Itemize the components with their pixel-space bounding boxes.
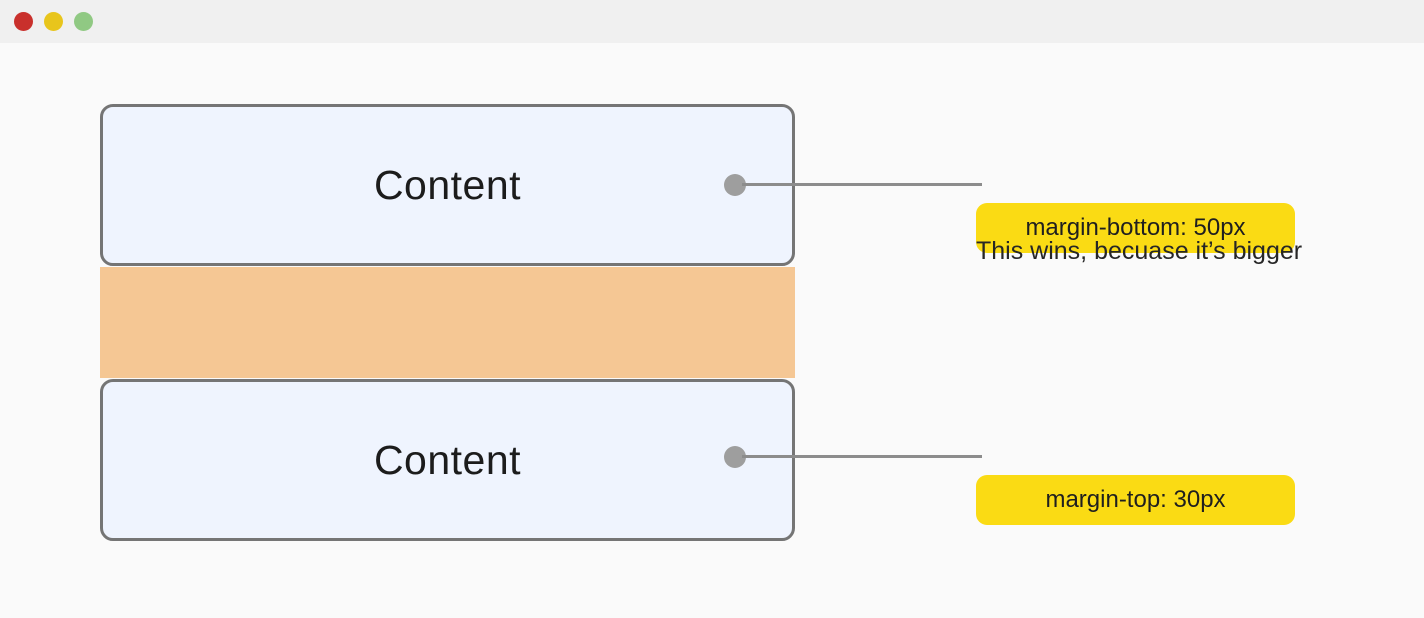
connector-dot-top — [724, 174, 746, 196]
diagram-canvas: Content Content margin-bottom: 50px This… — [0, 43, 1424, 618]
badge-margin-bottom-label: margin-bottom: 50px — [1025, 214, 1246, 241]
connector-dot-bottom — [724, 446, 746, 468]
minimize-window-icon[interactable] — [44, 12, 63, 31]
content-box-bottom-label: Content — [373, 436, 522, 483]
connector-line-bottom — [742, 455, 982, 458]
content-box-top: Content — [100, 104, 795, 266]
badge-margin-bottom: margin-bottom: 50px — [976, 203, 1295, 253]
content-box-bottom: Content — [100, 379, 795, 541]
badge-margin-top-label: margin-top: 30px — [1045, 486, 1226, 513]
annotation-winning-margin: This wins, becuase it’s bigger — [976, 237, 1303, 265]
close-window-icon[interactable] — [14, 12, 33, 31]
content-box-top-label: Content — [373, 161, 522, 208]
margin-band — [100, 267, 795, 378]
window-titlebar — [0, 0, 1424, 43]
connector-line-top — [742, 183, 982, 186]
maximize-window-icon[interactable] — [74, 12, 93, 31]
traffic-light-group — [14, 12, 93, 31]
badge-margin-top: margin-top: 30px — [976, 475, 1295, 525]
